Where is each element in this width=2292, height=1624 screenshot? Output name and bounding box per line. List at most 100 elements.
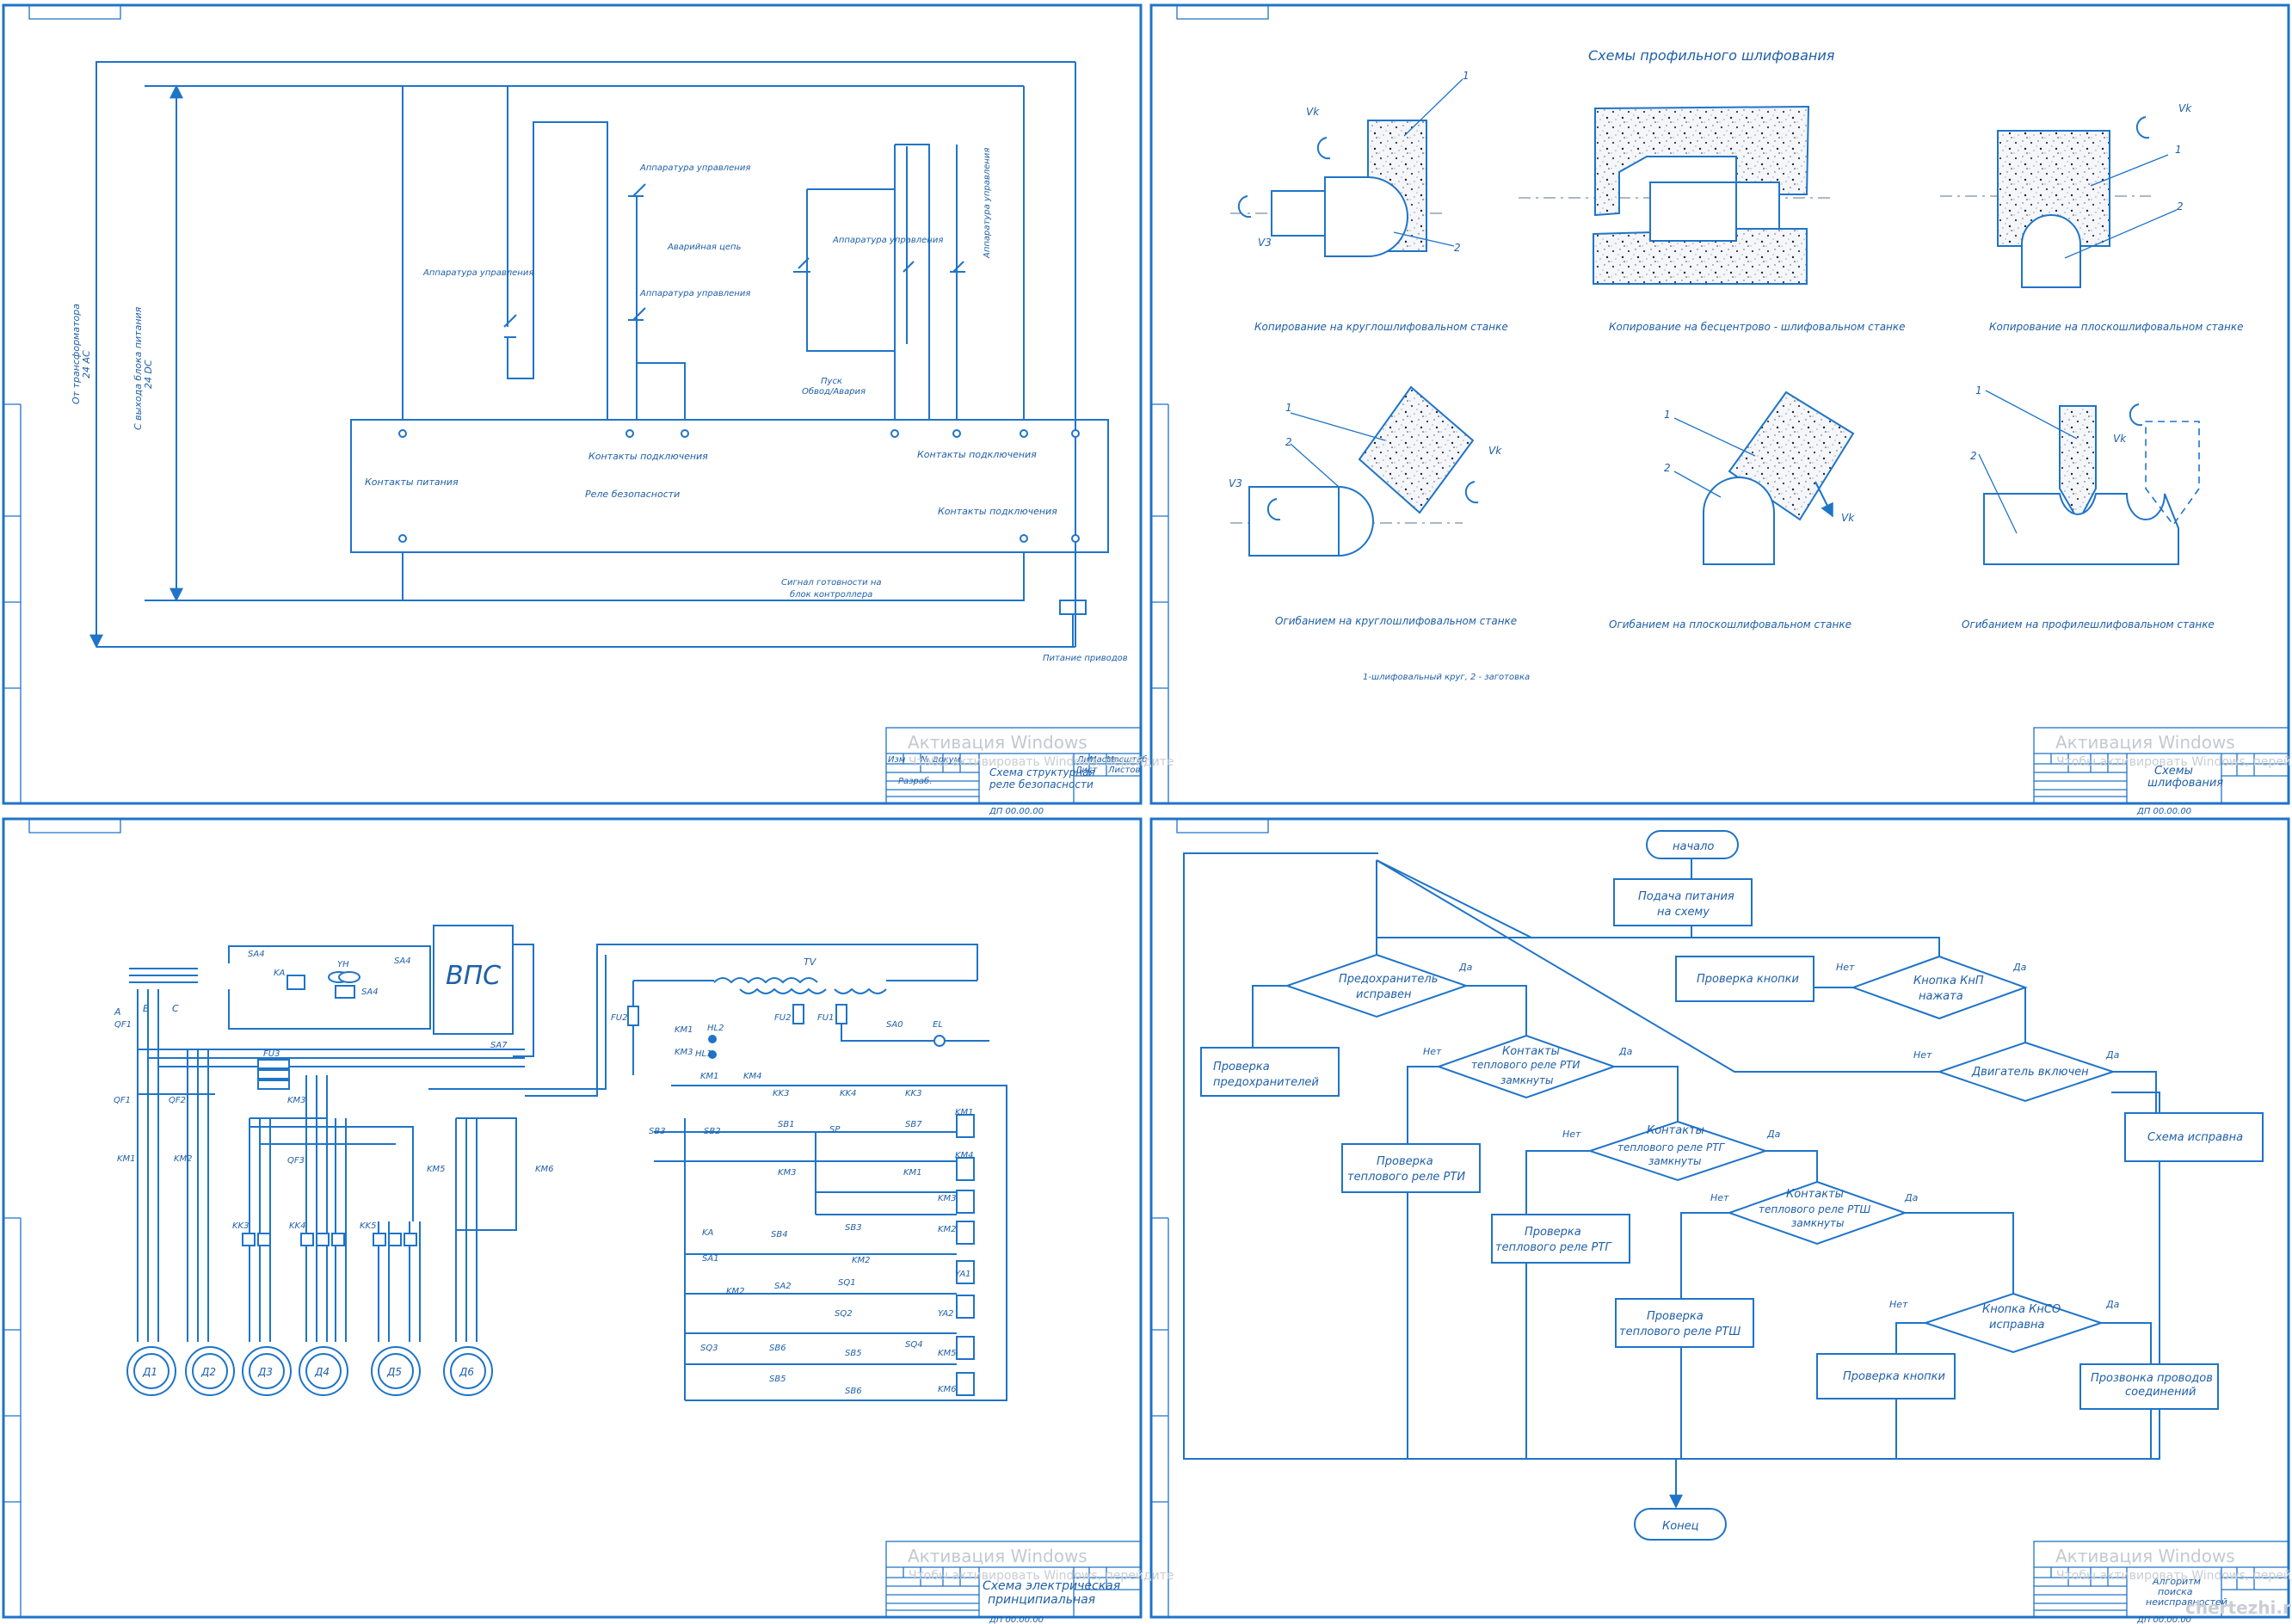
legend-note: 1-шлифовальный круг, 2 - заготовка [1363, 673, 1530, 682]
svg-text:SQ1: SQ1 [838, 1278, 856, 1288]
svg-text:Контакты подключения: Контакты подключения [917, 449, 1037, 460]
caption-6: Огибанием на профилешлифовальном станке [1962, 618, 2215, 631]
svg-text:SB3: SB3 [649, 1127, 666, 1136]
svg-text:Питание приводов: Питание приводов [1043, 654, 1128, 663]
svg-text:KM2: KM2 [938, 1225, 957, 1234]
motor-5: Д5 [386, 1366, 402, 1378]
svg-text:Лит.: Лит. [1076, 755, 1097, 765]
svg-text:TV: TV [804, 957, 817, 968]
stamp-title-3: неисправностей [2146, 1596, 2227, 1608]
svg-text:HL1: HL1 [695, 1049, 712, 1059]
svg-text:KM1: KM1 [700, 1072, 719, 1081]
stamp-title: Схема структурная [989, 766, 1095, 778]
svg-text:теплового реле РТГ: теплового реле РТГ [1617, 1141, 1726, 1153]
caption-2: Копирование на бесцентрово - шлифовально… [1609, 321, 1906, 333]
svg-text:FU3: FU3 [263, 1049, 280, 1059]
svg-text:KK4: KK4 [840, 1089, 856, 1098]
svg-text:SQ3: SQ3 [700, 1344, 718, 1353]
svg-text:KK3: KK3 [232, 1221, 249, 1231]
svg-text:KM2: KM2 [174, 1154, 193, 1164]
svg-text:Лист: Лист [1075, 766, 1099, 775]
stamp-code-4: ДП 00.00.00 [2136, 1615, 2191, 1624]
flow-q-button: Кнопка КнП [1913, 975, 1984, 987]
svg-text:замкнуты: замкнуты [1791, 1217, 1844, 1229]
svg-text:C: C [172, 1003, 179, 1014]
svg-text:KM2: KM2 [726, 1287, 745, 1296]
svg-text:KM4: KM4 [955, 1151, 974, 1160]
svg-text:исправна: исправна [1989, 1319, 2044, 1332]
svg-text:Аппаратура управления: Аппаратура управления [422, 268, 533, 278]
svg-text:SB5: SB5 [845, 1349, 862, 1358]
motor-6: Д6 [459, 1366, 474, 1378]
svg-text:KM2: KM2 [852, 1256, 871, 1265]
flow-q-motor: Двигатель включен [1971, 1066, 2089, 1079]
svg-text:KM3: KM3 [675, 1048, 693, 1057]
site-logo: chertezhi.ru [2185, 1597, 2292, 1618]
svg-text:Изм: Изм [888, 755, 906, 765]
svg-text:1: 1 [2175, 144, 2182, 156]
svg-text:Чтобы активировать Windows, пе: Чтобы активировать Windows, перейдите [909, 755, 1174, 769]
flow-a-rti: Проверка [1377, 1155, 1433, 1168]
svg-text:SA1: SA1 [702, 1254, 719, 1264]
caption-1: Копирование на круглошлифовальном станке [1254, 321, 1508, 333]
flow-a-ok: Схема исправна [2147, 1131, 2243, 1144]
svg-text:KM1: KM1 [675, 1025, 693, 1035]
svg-text:EL: EL [933, 1020, 943, 1030]
title-block-4: Алгоритм поиска неисправностей [2033, 1541, 2289, 1618]
svg-text:1: 1 [1463, 70, 1469, 82]
stamp-title: Схема электрическая [983, 1579, 1120, 1593]
sheet1-diagram: От трансформатора 24 AC С выхода блока п… [71, 61, 1128, 663]
svg-text:YA1: YA1 [955, 1270, 971, 1279]
motor-2: Д2 [200, 1366, 216, 1378]
svg-text:SB6: SB6 [769, 1344, 786, 1353]
svg-text:SB3: SB3 [845, 1223, 862, 1233]
svg-text:Да: Да [2012, 962, 2027, 973]
svg-text:1: 1 [1664, 409, 1671, 421]
watermark-3: Активация Windows [908, 1546, 1087, 1566]
svg-text:KM3: KM3 [287, 1096, 306, 1105]
svg-text:2: 2 [1454, 242, 1461, 254]
svg-text:SB6: SB6 [845, 1387, 862, 1396]
watermark-4: Активация Windows [2055, 1546, 2235, 1566]
flow-a-rtg: Проверка [1525, 1226, 1581, 1239]
svg-text:A: A [114, 1006, 121, 1018]
title-block-3: Схема электрическая принципиальная [885, 1541, 1142, 1618]
svg-text:SB1: SB1 [778, 1120, 795, 1129]
svg-text:KM4: KM4 [743, 1072, 762, 1081]
svg-text:YA2: YA2 [938, 1309, 954, 1319]
svg-text:Чтобы активировать Windows, пе: Чтобы активировать Windows, перейдите [2056, 1569, 2292, 1583]
sheet2-diagram: Схемы профильного шлифования Vk V3 1 2 V… [1229, 47, 2243, 682]
svg-text:Да: Да [2105, 1049, 2120, 1061]
svg-text:Чтобы активировать Windows, пе: Чтобы активировать Windows, перейдите [909, 1569, 1174, 1583]
svg-text:SA4: SA4 [248, 950, 265, 959]
svg-text:FU2: FU2 [611, 1013, 627, 1023]
caption-3: Копирование на плоскошлифовальном станке [1989, 321, 2243, 333]
sheet3-diagram: A B C QF1 QF1 QF2 KM1 KM2 FU3 SA4 KA YH … [114, 925, 1007, 1401]
svg-text:1: 1 [1285, 402, 1292, 414]
stamp-title: Схемы [2154, 765, 2193, 778]
flow-supply: Подача питания [1638, 890, 1734, 903]
svg-text:2: 2 [1664, 462, 1671, 474]
svg-text:SB4: SB4 [771, 1230, 788, 1240]
svg-text:SQ2: SQ2 [835, 1309, 853, 1319]
svg-text:QF3: QF3 [287, 1156, 305, 1166]
svg-text:KM3: KM3 [938, 1194, 957, 1203]
svg-text:SQ4: SQ4 [905, 1340, 923, 1350]
sheet-frames [2, 3, 2290, 1619]
flow-start: начало [1673, 840, 1714, 853]
svg-text:KK4: KK4 [289, 1221, 305, 1231]
svg-text:FU2: FU2 [774, 1013, 791, 1023]
svg-text:теплового реле РТИ: теплового реле РТИ [1471, 1059, 1580, 1071]
svg-text:V3: V3 [1258, 237, 1272, 249]
svg-text:Vk: Vk [2178, 102, 2192, 114]
svg-text:KM3: KM3 [778, 1168, 797, 1178]
svg-text:исправен: исправен [1356, 988, 1412, 1001]
svg-text:Vk: Vk [1306, 106, 1320, 118]
svg-text:2: 2 [1970, 450, 1977, 462]
svg-text:Да: Да [1618, 1046, 1633, 1057]
svg-text:Контакты подключения: Контакты подключения [588, 451, 708, 462]
flow-q-rtg: Контакты [1647, 1124, 1704, 1137]
svg-text:Нет: Нет [1913, 1049, 1932, 1061]
sheet4-flowchart: начало Подача питания на схему Кнопка Кн… [1183, 830, 2264, 1541]
svg-text:Аппаратура управления: Аппаратура управления [983, 148, 992, 259]
